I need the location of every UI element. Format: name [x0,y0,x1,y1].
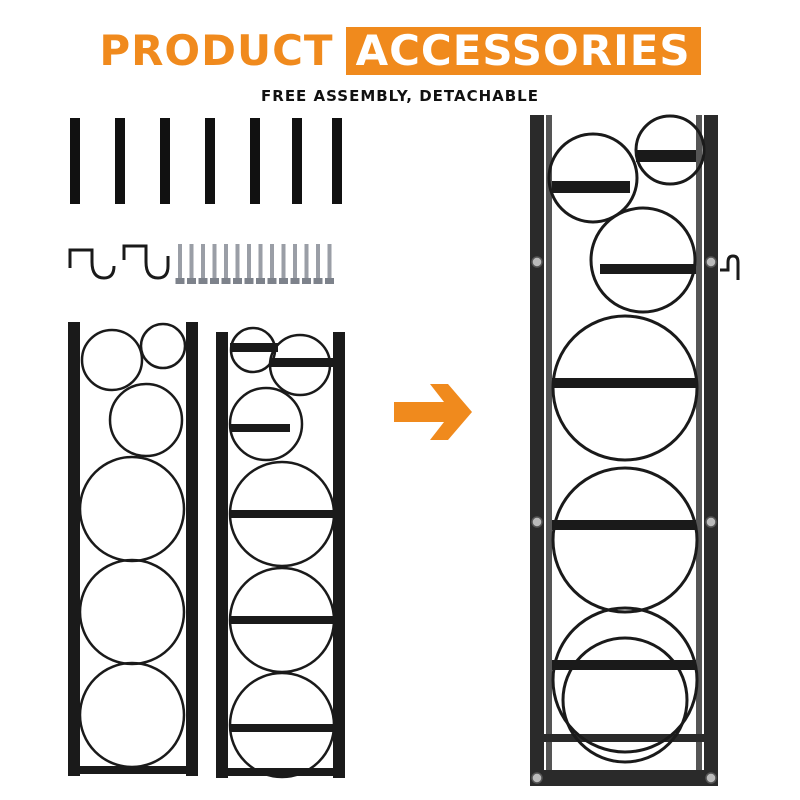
header: PRODUCT ACCESSORIES FREE ASSEMBLY, DETAC… [0,0,800,110]
bolt-icon [198,244,208,284]
bolt-group [175,244,334,284]
bolt-icon [187,244,196,284]
post [292,118,302,204]
post [332,118,342,204]
side-frame-left [68,322,198,776]
bolt-icon [175,244,185,284]
bolt-icon [233,244,242,284]
post [250,118,260,204]
hook-icon [720,254,740,280]
bolt-icon [290,244,300,284]
post [70,118,80,204]
bolt-icon [325,244,334,284]
bolt-icon [279,244,288,284]
assembled-rack [530,114,740,786]
side-frame-right [216,326,345,779]
bolt-icon [302,244,311,284]
arrow-right-icon [394,384,472,440]
bolt-icon [256,244,265,284]
bolt-icon [313,244,323,284]
bolt-icon [267,244,277,284]
bolt-icon [210,244,219,284]
title-accessories-banner: ACCESSORIES [345,27,701,75]
bolt-icon [221,244,231,284]
bolt-icon [244,244,254,284]
post [115,118,125,204]
subtitle: FREE ASSEMBLY, DETACHABLE [261,87,539,105]
hook-icon [68,244,170,280]
title-row: PRODUCT ACCESSORIES [0,26,800,76]
post [205,118,215,204]
title-product: PRODUCT [99,26,334,75]
post [160,118,170,204]
post-group [70,118,342,204]
